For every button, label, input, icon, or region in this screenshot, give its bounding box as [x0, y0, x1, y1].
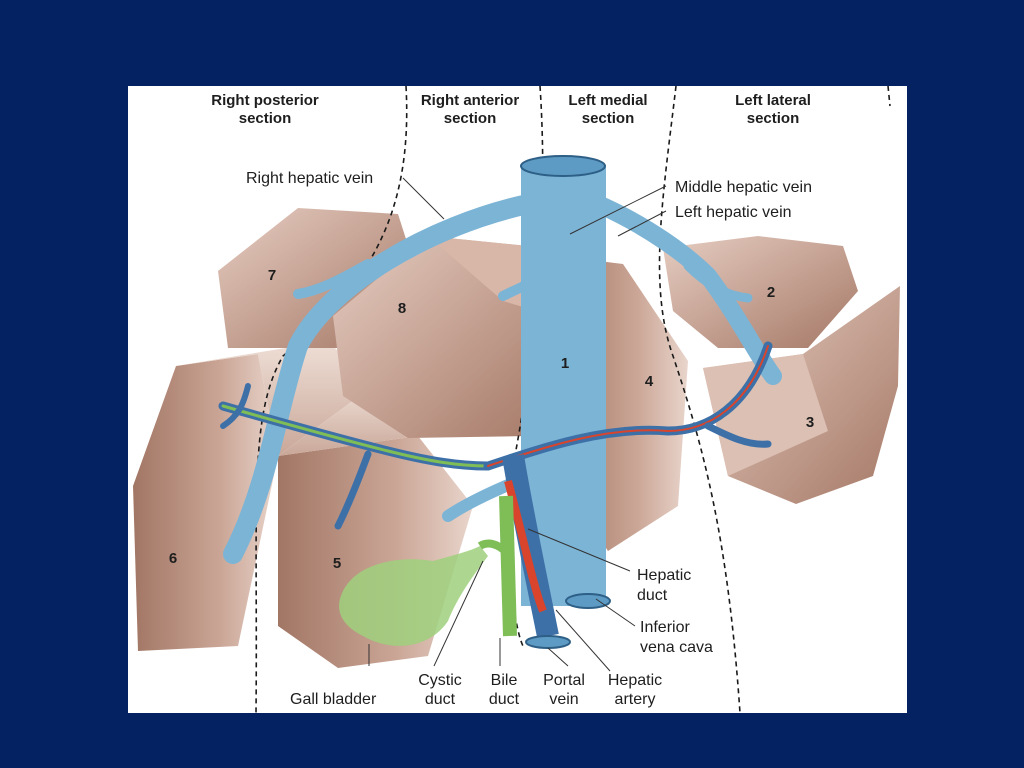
- segment-number-8: 8: [398, 300, 406, 317]
- segment-6-lobe: [133, 354, 278, 651]
- segment-numbers: 1 2 3 4 5 6 7 8: [169, 267, 814, 572]
- segment-2-lobe: [663, 236, 858, 348]
- header-right-anterior-2: section: [444, 110, 497, 127]
- leader-lines: [368, 177, 667, 672]
- label-bile-duct-2: duct: [489, 691, 520, 708]
- label-gall-bladder: Gall bladder: [290, 691, 377, 708]
- label-left-hepatic-vein: Left hepatic vein: [675, 204, 792, 221]
- label-cystic-duct-2: duct: [425, 691, 456, 708]
- middle-hepatic-branch: [498, 261, 563, 301]
- header-left-lateral-1: Left lateral: [735, 92, 811, 109]
- label-hepatic-artery-2: artery: [615, 691, 656, 708]
- right-hepatic-vein: [223, 194, 538, 564]
- label-hepatic-duct-1: Hepatic: [637, 567, 691, 584]
- label-hepatic-artery-1: Hepatic: [608, 672, 662, 689]
- bile-duct-trunk: [499, 495, 517, 637]
- segment-number-2: 2: [767, 284, 775, 301]
- label-right-hepatic-vein: Right hepatic vein: [246, 170, 373, 187]
- label-bile-duct-1: Bile: [491, 672, 518, 689]
- label-portal-vein-2: vein: [549, 691, 578, 708]
- structure-labels: Right hepatic vein Middle hepatic vein L…: [246, 170, 812, 708]
- boundary-posterior-anterior: [255, 86, 408, 713]
- middle-hepatic-branch-low: [442, 460, 564, 522]
- segment-number-1: 1: [561, 355, 569, 372]
- diagram-panel: Right posterior section Right anterior s…: [128, 86, 907, 713]
- label-portal-vein-1: Portal: [543, 672, 585, 689]
- liver-anatomy-diagram: Right posterior section Right anterior s…: [133, 86, 900, 713]
- label-ivc-2: vena cava: [640, 639, 713, 656]
- segment-number-6: 6: [169, 550, 177, 567]
- segment-number-7: 7: [268, 267, 276, 284]
- label-ivc-1: Inferior: [640, 619, 690, 636]
- portal-triad-branches: [218, 341, 773, 530]
- header-right-posterior-2: section: [239, 110, 292, 127]
- section-headers: Right posterior section Right anterior s…: [211, 92, 811, 127]
- portal-vein-trunk: [502, 454, 559, 639]
- segment-number-3: 3: [806, 414, 814, 431]
- left-hepatic-branch: [683, 261, 753, 303]
- liver-segments: [133, 208, 900, 668]
- segment-number-4: 4: [645, 373, 654, 390]
- header-left-medial-2: section: [582, 110, 635, 127]
- boundary-right-edge: [887, 86, 891, 107]
- middle-hepatic-vein: [546, 197, 577, 535]
- label-hepatic-duct-2: duct: [637, 587, 668, 604]
- segment-3-face: [703, 354, 828, 476]
- segment-number-5: 5: [333, 555, 341, 572]
- boundary-medial-lateral: [658, 86, 741, 713]
- label-cystic-duct-1: Cystic: [418, 672, 462, 689]
- gall-bladder: [339, 539, 509, 646]
- header-left-lateral-2: section: [747, 110, 800, 127]
- header-right-anterior-1: Right anterior: [421, 92, 519, 109]
- hilum-vessels: [499, 454, 571, 649]
- right-hepatic-branch: [293, 259, 373, 299]
- label-middle-hepatic-vein: Middle hepatic vein: [675, 179, 812, 196]
- header-left-medial-1: Left medial: [568, 92, 647, 109]
- hepatic-veins: [223, 194, 782, 564]
- header-right-posterior-1: Right posterior: [211, 92, 319, 109]
